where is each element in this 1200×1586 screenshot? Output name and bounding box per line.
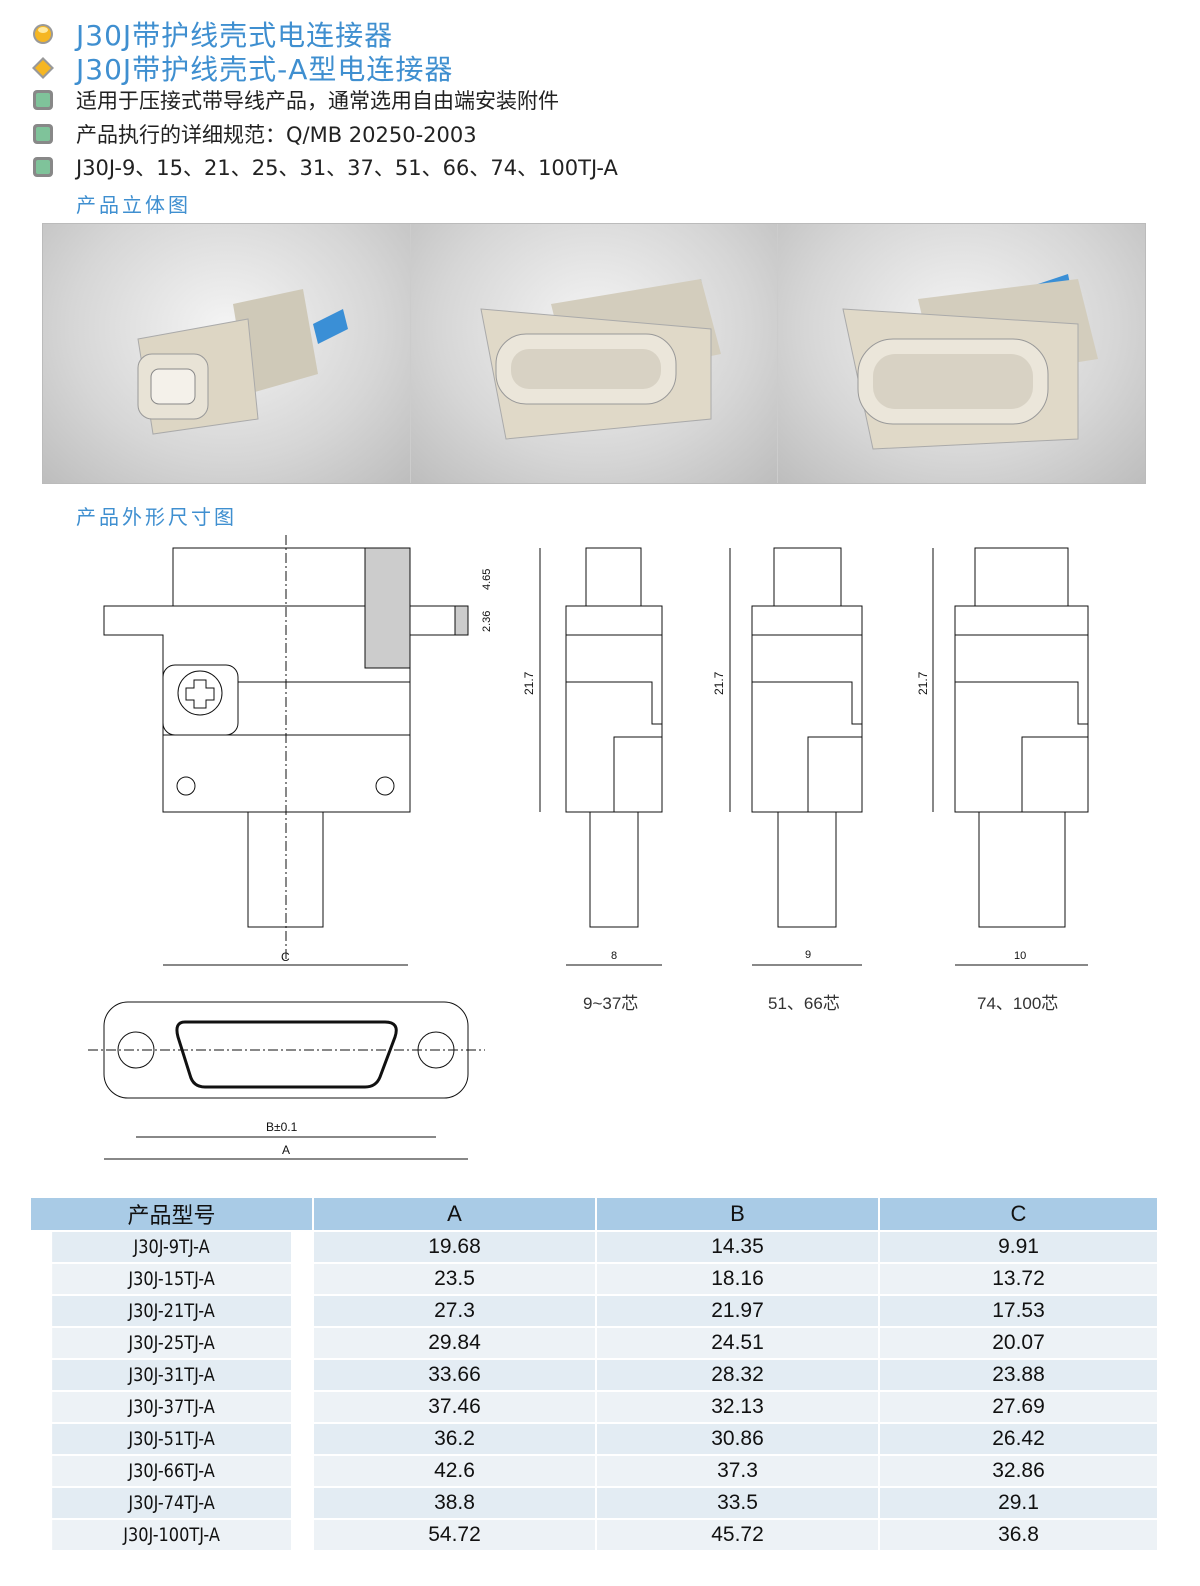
photo-large-connector [778, 224, 1146, 483]
side-view-1-width: 8 [611, 950, 617, 962]
c-cell: 9.91 [879, 1230, 1157, 1263]
side-view-3: 21.7 10 74、100芯 [916, 547, 1089, 1013]
header-model: 产品型号 [31, 1198, 314, 1231]
dim-236-label: 2.36 [481, 611, 493, 632]
side-view-3-width: 10 [1014, 950, 1026, 962]
c-cell: 27.69 [879, 1390, 1157, 1423]
side-view-1: 21.7 8 9~37芯 [522, 547, 663, 1013]
c-cell: 23.88 [879, 1358, 1157, 1391]
b-cell: 24.51 [596, 1326, 880, 1359]
product-photos [42, 223, 1146, 484]
c-cell: 17.53 [879, 1294, 1157, 1327]
c-cell: 29.1 [879, 1486, 1157, 1519]
title-line-1: J30J带护线壳式电连接器 [32, 14, 393, 54]
side-view-1-caption: 9~37芯 [583, 994, 638, 1013]
b-cell: 28.32 [596, 1358, 880, 1391]
side-view-2-width: 9 [805, 949, 811, 961]
dim-b-label: B±0.1 [266, 1120, 298, 1134]
side-view-2-caption: 51、66芯 [768, 994, 840, 1013]
b-cell: 18.16 [596, 1262, 880, 1295]
product-title: J30J带护线壳式电连接器 [76, 19, 394, 52]
model-cell: J30J-51TJ-A [52, 1422, 293, 1455]
side-view-3-caption: 74、100芯 [977, 994, 1058, 1013]
section-dimensions-heading: 产品外形尺寸图 [76, 505, 237, 529]
side-view-2-height: 21.7 [712, 671, 726, 695]
title-line-2: J30J带护线壳式-A型电连接器 [32, 48, 453, 88]
a-cell: 23.5 [313, 1262, 597, 1295]
a-cell: 37.46 [313, 1390, 597, 1423]
green-square-bullet-icon [33, 157, 53, 177]
model-cell: J30J-9TJ-A [52, 1230, 293, 1263]
photo-small-connector [43, 224, 411, 483]
a-cell: 54.72 [313, 1518, 597, 1550]
model-cell: J30J-37TJ-A [52, 1390, 293, 1423]
feature-spec: 产品执行的详细规范：Q/MB 20250-2003 [76, 123, 477, 147]
c-cell: 26.42 [879, 1422, 1157, 1455]
a-cell: 19.68 [313, 1230, 597, 1263]
model-cell: J30J-31TJ-A [52, 1358, 293, 1391]
model-cell: J30J-66TJ-A [52, 1454, 293, 1487]
photo-medium-connector [410, 224, 779, 483]
b-cell: 30.86 [596, 1422, 880, 1455]
side-view-3-height: 21.7 [916, 671, 930, 695]
a-cell: 42.6 [313, 1454, 597, 1487]
green-square-bullet-icon [33, 90, 53, 110]
bottom-view: B±0.1 A [88, 1001, 485, 1160]
a-cell: 36.2 [313, 1422, 597, 1455]
c-cell: 20.07 [879, 1326, 1157, 1359]
b-cell: 45.72 [596, 1518, 880, 1550]
product-subtitle: J30J带护线壳式-A型电连接器 [76, 53, 454, 86]
front-view: C 4.65 2.36 [103, 535, 493, 966]
header-b: B [596, 1198, 880, 1231]
model-cell: J30J-74TJ-A [52, 1486, 293, 1519]
b-cell: 14.35 [596, 1230, 880, 1263]
c-cell: 13.72 [879, 1262, 1157, 1295]
model-cell: J30J-25TJ-A [52, 1326, 293, 1359]
a-cell: 38.8 [313, 1486, 597, 1519]
b-cell: 21.97 [596, 1294, 880, 1327]
model-cell: J30J-100TJ-A [52, 1518, 293, 1550]
c-cell: 36.8 [879, 1518, 1157, 1550]
orange-circle-bullet-icon [33, 24, 53, 44]
b-cell: 32.13 [596, 1390, 880, 1423]
section-photos-heading: 产品立体图 [76, 193, 191, 217]
c-cell: 32.86 [879, 1454, 1157, 1487]
b-cell: 33.5 [596, 1486, 880, 1519]
a-cell: 27.3 [313, 1294, 597, 1327]
dimension-drawing: C 4.65 2.36 B±0.1 A 21.7 8 9~37芯 21.7 9 … [88, 535, 1089, 1160]
orange-diamond-bullet-icon [32, 57, 54, 79]
a-cell: 29.84 [313, 1326, 597, 1359]
dim-465-label: 4.65 [481, 569, 493, 590]
dim-a-label: A [282, 1143, 290, 1157]
dim-c-label: C [281, 950, 290, 964]
feature-models: J30J-9、15、21、25、31、37、51、66、74、100TJ-A [76, 156, 618, 180]
header-c: C [879, 1198, 1157, 1231]
b-cell: 37.3 [596, 1454, 880, 1487]
side-view-2: 21.7 9 51、66芯 [712, 547, 863, 1013]
green-square-bullet-icon [33, 124, 53, 144]
feature-usage: 适用于压接式带导线产品，通常选用自由端安装附件 [76, 89, 559, 113]
model-cell: J30J-15TJ-A [52, 1262, 293, 1295]
header-a: A [313, 1198, 597, 1231]
side-view-1-height: 21.7 [522, 671, 536, 695]
model-cell: J30J-21TJ-A [52, 1294, 293, 1327]
a-cell: 33.66 [313, 1358, 597, 1391]
